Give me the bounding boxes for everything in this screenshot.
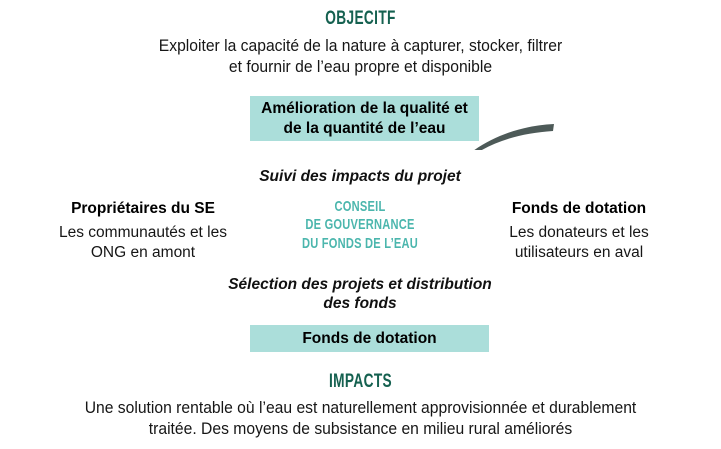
left-node-desc-line-2: ONG en amont	[90, 243, 196, 261]
left-node-description: Les communautés et les ONG en amont	[20, 223, 266, 262]
caption-selection-projets: Sélection des projets et distribution de…	[160, 276, 560, 314]
impacts-heading: IMPACTS	[328, 371, 393, 392]
top-box-line-1: Amélioration de la qualité et	[261, 99, 468, 117]
caption-selection-line-2: des fonds	[323, 294, 397, 312]
objective-heading: OBJECITF	[325, 8, 396, 29]
impacts-line-2: traitée. Des moyens de subsistance en mi…	[148, 420, 573, 439]
top-box-amelioration[interactable]: Amélioration de la qualité et de la quan…	[250, 96, 479, 141]
objective-line-1: Exploiter la capacité de la nature à cap…	[158, 37, 563, 55]
right-node-desc-line-1: Les donateurs et les	[509, 224, 649, 241]
impacts-line-1: Une solution rentable où l’eau est natur…	[84, 399, 637, 417]
top-box-line-2: de la quantité de l’eau	[283, 119, 446, 137]
caption-suivi-impacts: Suivi des impacts du projet	[180, 168, 540, 187]
node-proprietaires-se: Propriétaires du SE Les communautés et l…	[20, 200, 266, 262]
council-line-3: DU FONDS DE L’EAU	[301, 234, 419, 252]
objective-line-2: et fournir de l’eau propre et disponible	[228, 58, 493, 77]
left-node-desc-line-1: Les communautés et les	[58, 224, 227, 241]
curved-band-left-icon	[444, 124, 555, 183]
council-line-2: DE GOUVERNANCE	[305, 216, 415, 234]
council-label: CONSEIL DE GOUVERNANCE DU FONDS DE L’EAU	[270, 198, 450, 253]
right-node-title: Fonds de dotation	[511, 200, 647, 217]
caption-selection-line-1: Sélection des projets et distribution	[228, 276, 492, 293]
bottom-box-line-1: Fonds de dotation	[302, 329, 437, 347]
right-node-description: Les donateurs et les utilisateurs en ava…	[456, 223, 702, 262]
council-line-1: CONSEIL	[334, 198, 386, 215]
node-fonds-de-dotation: Fonds de dotation Les donateurs et les u…	[456, 200, 702, 262]
impacts-body: Une solution rentable où l’eau est natur…	[0, 398, 721, 441]
caption-suivi-line-1: Suivi des impacts du projet	[259, 168, 461, 185]
objective-body: Exploiter la capacité de la nature à cap…	[0, 36, 721, 79]
left-node-title: Propriétaires du SE	[71, 200, 215, 217]
bottom-box-fonds-dotation[interactable]: Fonds de dotation	[250, 325, 489, 352]
right-node-desc-line-2: utilisateurs en aval	[514, 243, 644, 261]
